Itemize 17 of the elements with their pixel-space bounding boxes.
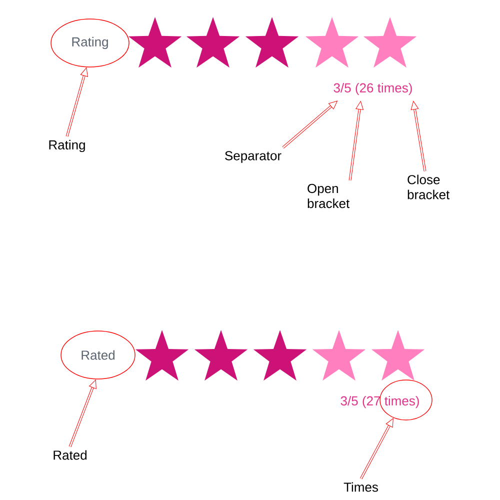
callout-label: Rating xyxy=(49,140,85,152)
callout-label: Times xyxy=(344,482,378,492)
rating-count: 3/5 (26 times) xyxy=(334,82,412,96)
rating-count: 3/5 (27 times) xyxy=(340,396,419,408)
arrow xyxy=(348,100,364,181)
arrow xyxy=(66,68,88,137)
callout-label: Separator xyxy=(225,151,282,163)
highlight-ellipse xyxy=(380,380,432,420)
arrow xyxy=(360,418,394,480)
arrow xyxy=(68,380,96,448)
circled-word: Rating xyxy=(50,18,130,68)
circled-word: Rated xyxy=(60,330,136,380)
arrow xyxy=(282,100,338,148)
arrow xyxy=(410,100,426,172)
callout-label: Open bracket xyxy=(308,184,350,208)
callout-label: Rated xyxy=(54,450,86,460)
callout-label: Close bracket xyxy=(408,174,450,200)
